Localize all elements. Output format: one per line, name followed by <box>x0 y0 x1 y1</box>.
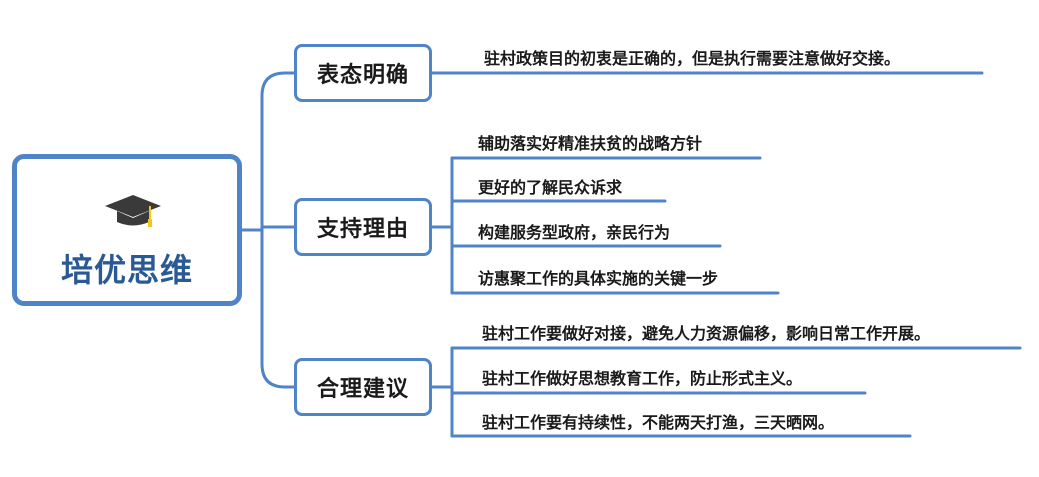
branch-node-suggestions: 合理建议 <box>294 358 432 416</box>
branch-node-reasons: 支持理由 <box>294 198 432 256</box>
root-title: 培优思维 <box>60 251 193 289</box>
branch-node-stance: 表态明确 <box>294 44 432 102</box>
root-node: 培优思维 <box>12 154 242 306</box>
leaf-item: 访惠聚工作的具体实施的关键一步 <box>478 269 719 288</box>
leaf-item: 驻村政策目的初衷是正确的，但是执行需要注意做好交接。 <box>484 49 901 68</box>
leaf-item: 驻村工作要有持续性，不能两天打渔，三天晒网。 <box>482 413 835 432</box>
trunk-line <box>260 71 296 389</box>
leaf-item: 驻村工作做好思想教育工作，防止形式主义。 <box>482 369 803 388</box>
leaf-item: 构建服务型政府，亲民行为 <box>478 223 671 242</box>
leaf-item: 更好的了解民众诉求 <box>478 178 623 197</box>
leaf-item: 驻村工作要做好对接，避免人力资源偏移，影响日常工作开展。 <box>482 324 931 343</box>
graduation-cap-icon <box>105 195 161 227</box>
leaf-item: 辅助落实好精准扶贫的战略方针 <box>478 134 703 153</box>
